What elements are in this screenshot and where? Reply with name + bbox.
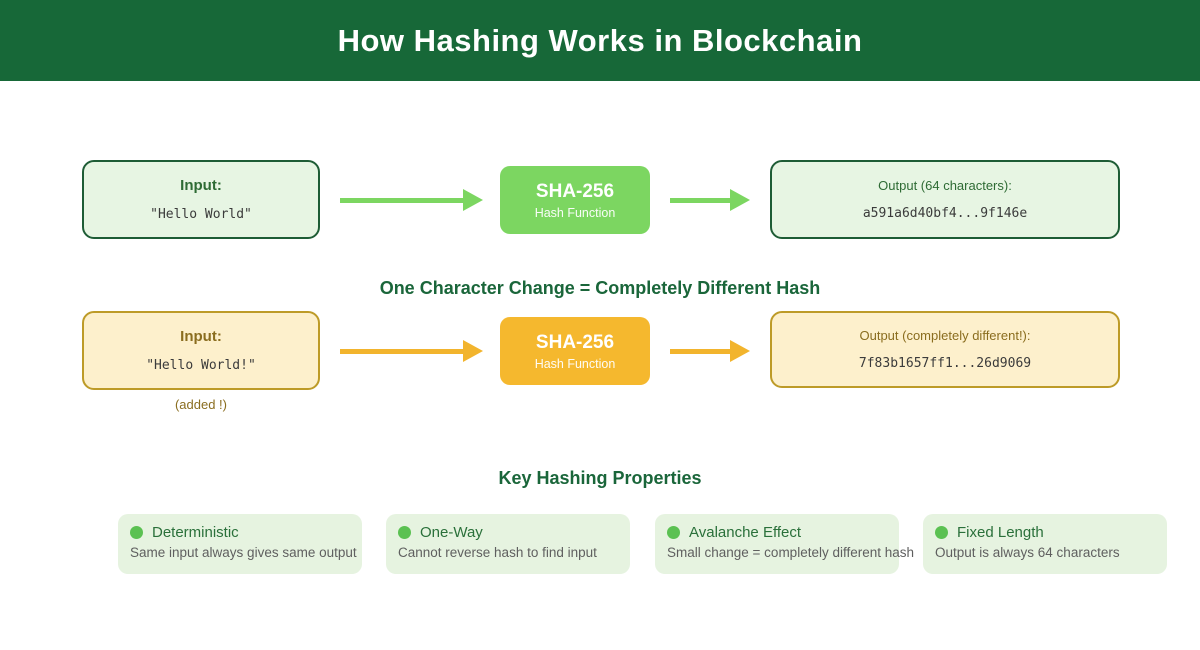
output-label: Output (completely different!): [859, 328, 1031, 343]
input-value: "Hello World!" [146, 358, 256, 373]
avalanche-heading: One Character Change = Completely Differ… [379, 278, 821, 298]
header-bar: How Hashing Works in Blockchain [0, 0, 1200, 81]
input-box-changed: Input: "Hello World!" [82, 311, 320, 390]
arrow-line [670, 197, 734, 203]
output-label: Output (64 characters): [878, 178, 1012, 193]
arrow-right-icon [670, 189, 750, 211]
property-card-fixed-length: Fixed Length Output is always 64 charact… [923, 514, 1167, 574]
hash-function-name: SHA-256 [535, 180, 615, 202]
card-title-row: Fixed Length [935, 524, 1155, 541]
input-box-original: Input: "Hello World" [82, 160, 320, 239]
input-label: Input: [180, 328, 222, 345]
arrow-head [463, 189, 483, 211]
arrow-line [670, 348, 734, 354]
property-title: Avalanche Effect [689, 524, 802, 541]
property-title: Deterministic [152, 524, 239, 541]
input-value: "Hello World" [150, 207, 252, 222]
arrow-head [730, 189, 750, 211]
output-hash-value: 7f83b1657ff1...26d9069 [858, 356, 1032, 371]
card-title-row: Avalanche Effect [667, 524, 887, 541]
page-title: How Hashing Works in Blockchain [337, 22, 863, 58]
hash-function-subtitle: Hash Function [534, 205, 616, 220]
arrow-head [730, 340, 750, 362]
property-card-one-way: One-Way Cannot reverse hash to find inpu… [386, 514, 630, 574]
arrow-right-icon [340, 189, 483, 211]
output-box-changed: Output (completely different!): 7f83b165… [770, 311, 1120, 388]
property-description: Small change = completely different hash [667, 545, 915, 560]
bullet-dot-icon [667, 526, 680, 539]
hash-function-subtitle: Hash Function [534, 356, 616, 371]
hash-function-box-changed: SHA-256 Hash Function [500, 317, 650, 385]
output-hash-value: a591a6d40bf4...9f146e [862, 206, 1028, 221]
hash-function-box-original: SHA-256 Hash Function [500, 166, 650, 234]
property-title: One-Way [420, 524, 483, 541]
property-description: Cannot reverse hash to find input [398, 545, 597, 560]
arrow-line [340, 348, 467, 354]
property-description: Same input always gives same output [130, 545, 357, 560]
property-card-avalanche-effect: Avalanche Effect Small change = complete… [655, 514, 915, 574]
bullet-dot-icon [398, 526, 411, 539]
property-description: Output is always 64 characters [935, 545, 1120, 560]
bullet-dot-icon [130, 526, 143, 539]
input-change-note: (added !) [174, 397, 228, 412]
properties-heading: Key Hashing Properties [498, 468, 702, 488]
bullet-dot-icon [935, 526, 948, 539]
input-label: Input: [180, 177, 222, 194]
arrow-head [463, 340, 483, 362]
card-title-row: One-Way [398, 524, 618, 541]
property-card-deterministic: Deterministic Same input always gives sa… [118, 514, 362, 574]
arrow-line [340, 197, 467, 203]
card-title-row: Deterministic [130, 524, 350, 541]
property-title: Fixed Length [957, 524, 1044, 541]
output-box-original: Output (64 characters): a591a6d40bf4...9… [770, 160, 1120, 239]
arrow-right-icon [340, 340, 483, 362]
hash-function-name: SHA-256 [535, 331, 615, 353]
arrow-right-icon [670, 340, 750, 362]
